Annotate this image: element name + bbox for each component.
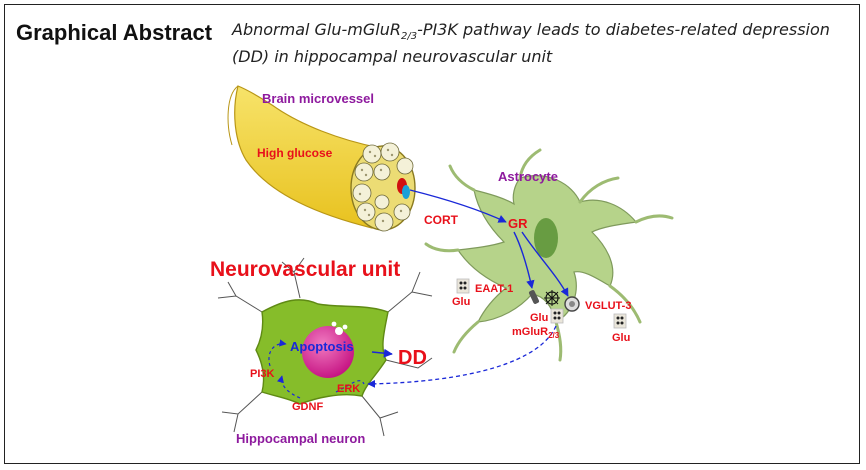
gr-to-eaat1-arrow xyxy=(513,231,535,289)
label-high-glucose: High glucose xyxy=(257,146,333,160)
vglut3-transporter xyxy=(564,296,580,312)
label-brain-microvessel: Brain microvessel xyxy=(262,91,374,106)
label-vglut3: VGLUT-3 xyxy=(585,300,631,312)
glu-vesicle-right xyxy=(613,313,627,329)
label-neurovascular-unit: Neurovascular unit xyxy=(210,258,400,281)
label-mglur-text: mGluR xyxy=(512,326,548,338)
subtitle-subscript: 2/3 xyxy=(400,31,418,43)
label-dd: DD xyxy=(398,347,427,369)
label-mglur: mGluR2/3 xyxy=(512,326,560,340)
label-eaat1: EAAT-1 xyxy=(475,283,513,295)
label-glu-right: Glu xyxy=(612,332,630,344)
label-glu-mid: Glu xyxy=(530,312,548,324)
subtitle: Abnormal Glu-mGluR2/3-PI3K pathway leads… xyxy=(232,20,832,67)
label-pi3k: PI3K xyxy=(250,368,275,380)
astrocyte xyxy=(424,148,674,362)
mglur-to-erk-arrow xyxy=(367,325,557,388)
label-apoptosis: Apoptosis xyxy=(290,339,354,354)
mglur-receptor xyxy=(544,290,560,306)
label-gdnf: GDNF xyxy=(292,401,323,413)
gdnf-to-pi3k-arrow xyxy=(276,375,301,399)
graphical-abstract-frame xyxy=(4,4,860,464)
subtitle-part-1: Abnormal Glu-mGluR xyxy=(232,20,401,39)
subtitle-part-2: -PI3K pathway leads to diabetes-related … xyxy=(232,20,830,67)
glu-vesicle-mid xyxy=(550,308,564,324)
arrows xyxy=(268,189,569,399)
label-cort: CORT xyxy=(424,213,459,227)
apoptosis-to-dd-arrow xyxy=(371,348,393,358)
label-mglur-subscript: 2/3 xyxy=(548,331,560,340)
label-gr: GR xyxy=(508,216,528,231)
label-glu-left: Glu xyxy=(452,296,470,308)
eaat1-transporter xyxy=(528,290,540,304)
erk-to-gdnf-arrow xyxy=(335,380,365,393)
pi3k-to-apoptosis-arrow xyxy=(268,339,287,367)
label-hippocampal-neuron: Hippocampal neuron xyxy=(236,431,365,446)
gr-to-vglut3-arrow xyxy=(521,231,569,297)
label-erk: ERK xyxy=(337,383,360,395)
heading: Graphical Abstract xyxy=(16,20,213,45)
glu-vesicle-left xyxy=(456,278,470,294)
cort-to-gr-arrow xyxy=(409,189,507,223)
label-astrocyte: Astrocyte xyxy=(498,169,558,184)
hippocampal-neuron xyxy=(217,257,433,437)
brain-microvessel xyxy=(227,85,416,232)
